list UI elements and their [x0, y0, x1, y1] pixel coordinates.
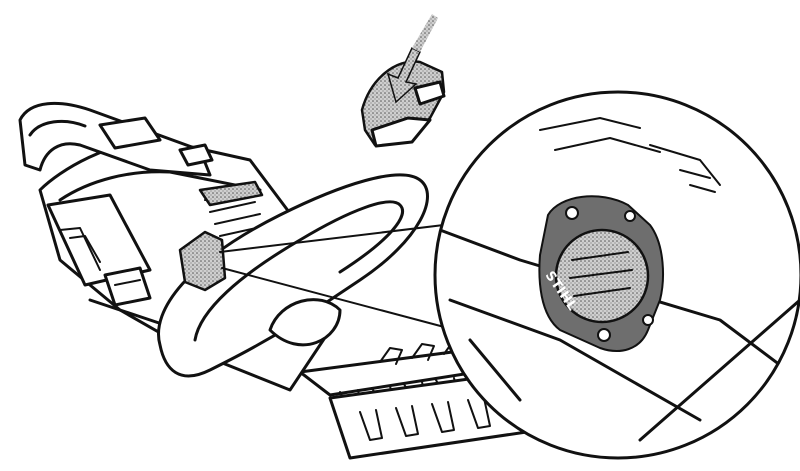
removed-cover: [360, 60, 446, 148]
callout-lines: [219, 223, 453, 329]
down-arrow-icon: [386, 14, 438, 104]
screw-hole: [565, 206, 579, 220]
screw-hole: [597, 328, 611, 342]
detail-magnifier: STIHL: [433, 90, 800, 460]
front-handle: [157, 173, 429, 378]
screw-hole: [624, 210, 636, 222]
dial: [554, 228, 650, 324]
screw-hole: [642, 314, 654, 326]
rear-handle: [18, 101, 214, 177]
cover-location: [178, 230, 227, 292]
